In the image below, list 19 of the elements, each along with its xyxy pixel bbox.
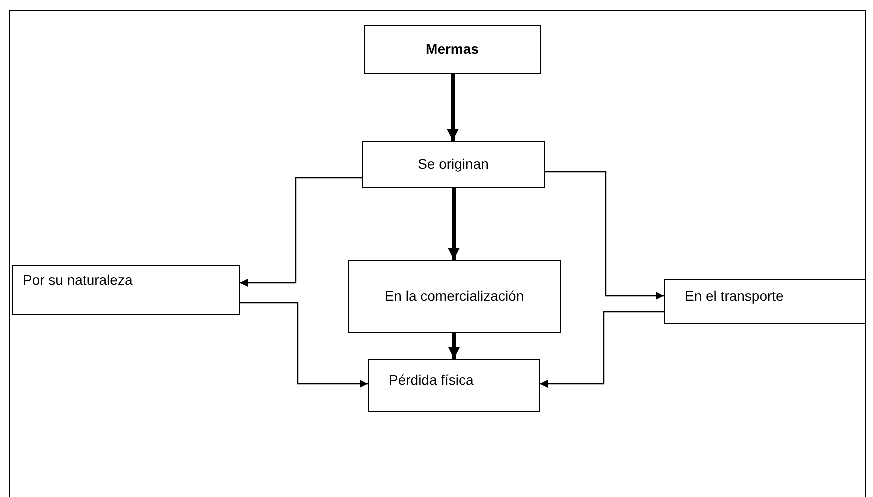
process-box	[368, 359, 540, 412]
process-box	[348, 260, 561, 333]
arrow	[448, 333, 460, 359]
process-box	[362, 141, 545, 188]
arrow	[447, 74, 459, 141]
arrow	[540, 311, 664, 388]
box-label: Por su naturaleza	[23, 270, 133, 290]
box-label: Se originan	[418, 155, 489, 174]
arrow	[545, 171, 664, 300]
process-box	[12, 265, 240, 315]
process-box	[364, 25, 541, 74]
arrow	[240, 177, 362, 287]
process-box	[664, 279, 866, 324]
box-label: Mermas	[426, 40, 479, 60]
box-label: Pérdida física	[389, 371, 474, 390]
box-label: En el transporte	[685, 287, 784, 306]
arrow	[448, 188, 460, 260]
box-label: En la comercialización	[384, 287, 524, 306]
arrow	[240, 302, 368, 388]
